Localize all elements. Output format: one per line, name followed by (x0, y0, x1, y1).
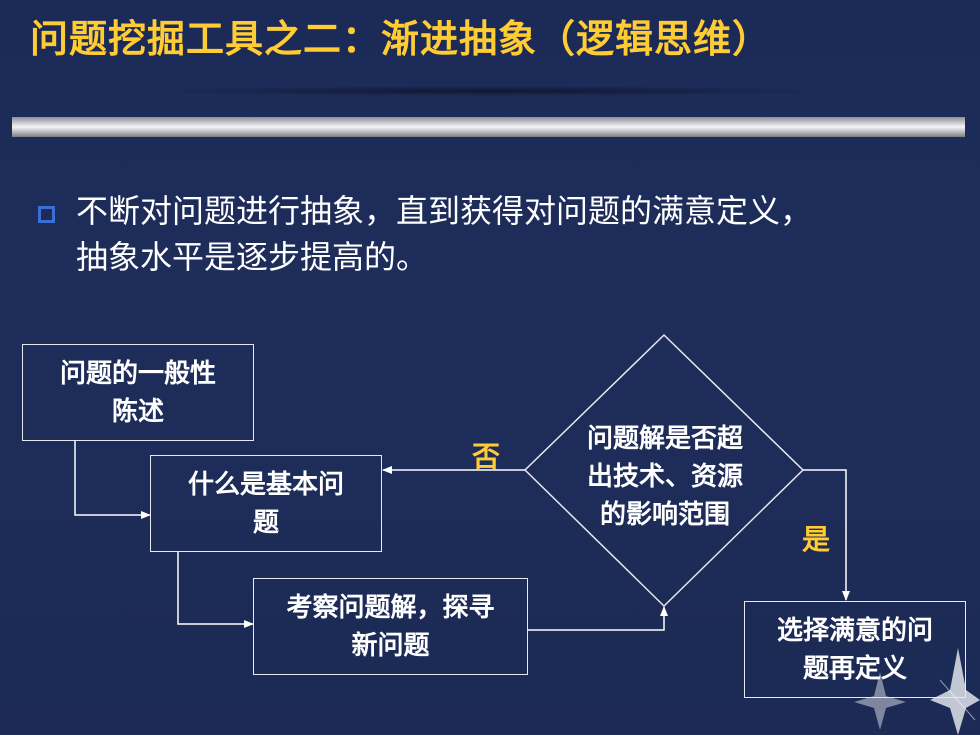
flow-box-line: 什么是基本问 (187, 469, 344, 500)
connector-box2-to-box3 (177, 552, 254, 628)
flow-box-line: 陈述 (111, 396, 164, 427)
sparkle-star-icon (854, 648, 980, 735)
flow-box-line: 问题的一般性 (59, 358, 216, 389)
bullet-text: 不断对问题进行抽象，直到获得对问题的满意定义， 抽象水平是逐步提高的。 (76, 188, 936, 280)
connector-box1-to-box2 (74, 441, 151, 519)
bullet-line-1: 不断对问题进行抽象，直到获得对问题的满意定义， (76, 192, 813, 230)
title-divider-bar (12, 117, 965, 137)
flow-box-basic-problem: 什么是基本问 题 (150, 455, 382, 552)
slide-title: 问题挖掘工具之二：渐进抽象（逻辑思维） (30, 17, 772, 61)
flow-box-general-statement: 问题的一般性 陈述 (22, 344, 254, 441)
decision-line: 的影响范围 (599, 500, 730, 530)
label-no: 否 (472, 440, 501, 473)
connector-decision-to-box4 (803, 469, 850, 601)
flow-box-line: 选择满意的问 (776, 615, 933, 646)
flow-box-redefine: 选择满意的问 题再定义 (744, 601, 966, 698)
square-bullet-icon (38, 206, 55, 223)
connector-box3-to-decision (528, 606, 668, 631)
bullet-line-2: 抽象水平是逐步提高的。 (76, 238, 429, 276)
flow-box-examine-solution: 考察问题解，探寻 新问题 (253, 578, 528, 675)
title-shadow (140, 86, 840, 96)
decision-line: 问题解是否超 (586, 424, 743, 454)
flow-box-line: 新问题 (351, 630, 430, 661)
decision-line: 出技术、资源 (586, 462, 743, 492)
flow-box-line: 考察问题解，探寻 (286, 592, 495, 623)
flow-box-line: 题 (252, 507, 279, 538)
flow-box-line: 题再定义 (802, 653, 907, 684)
decision-text: 问题解是否超 出技术、资源 的影响范围 (566, 420, 764, 534)
label-yes: 是 (802, 523, 831, 556)
